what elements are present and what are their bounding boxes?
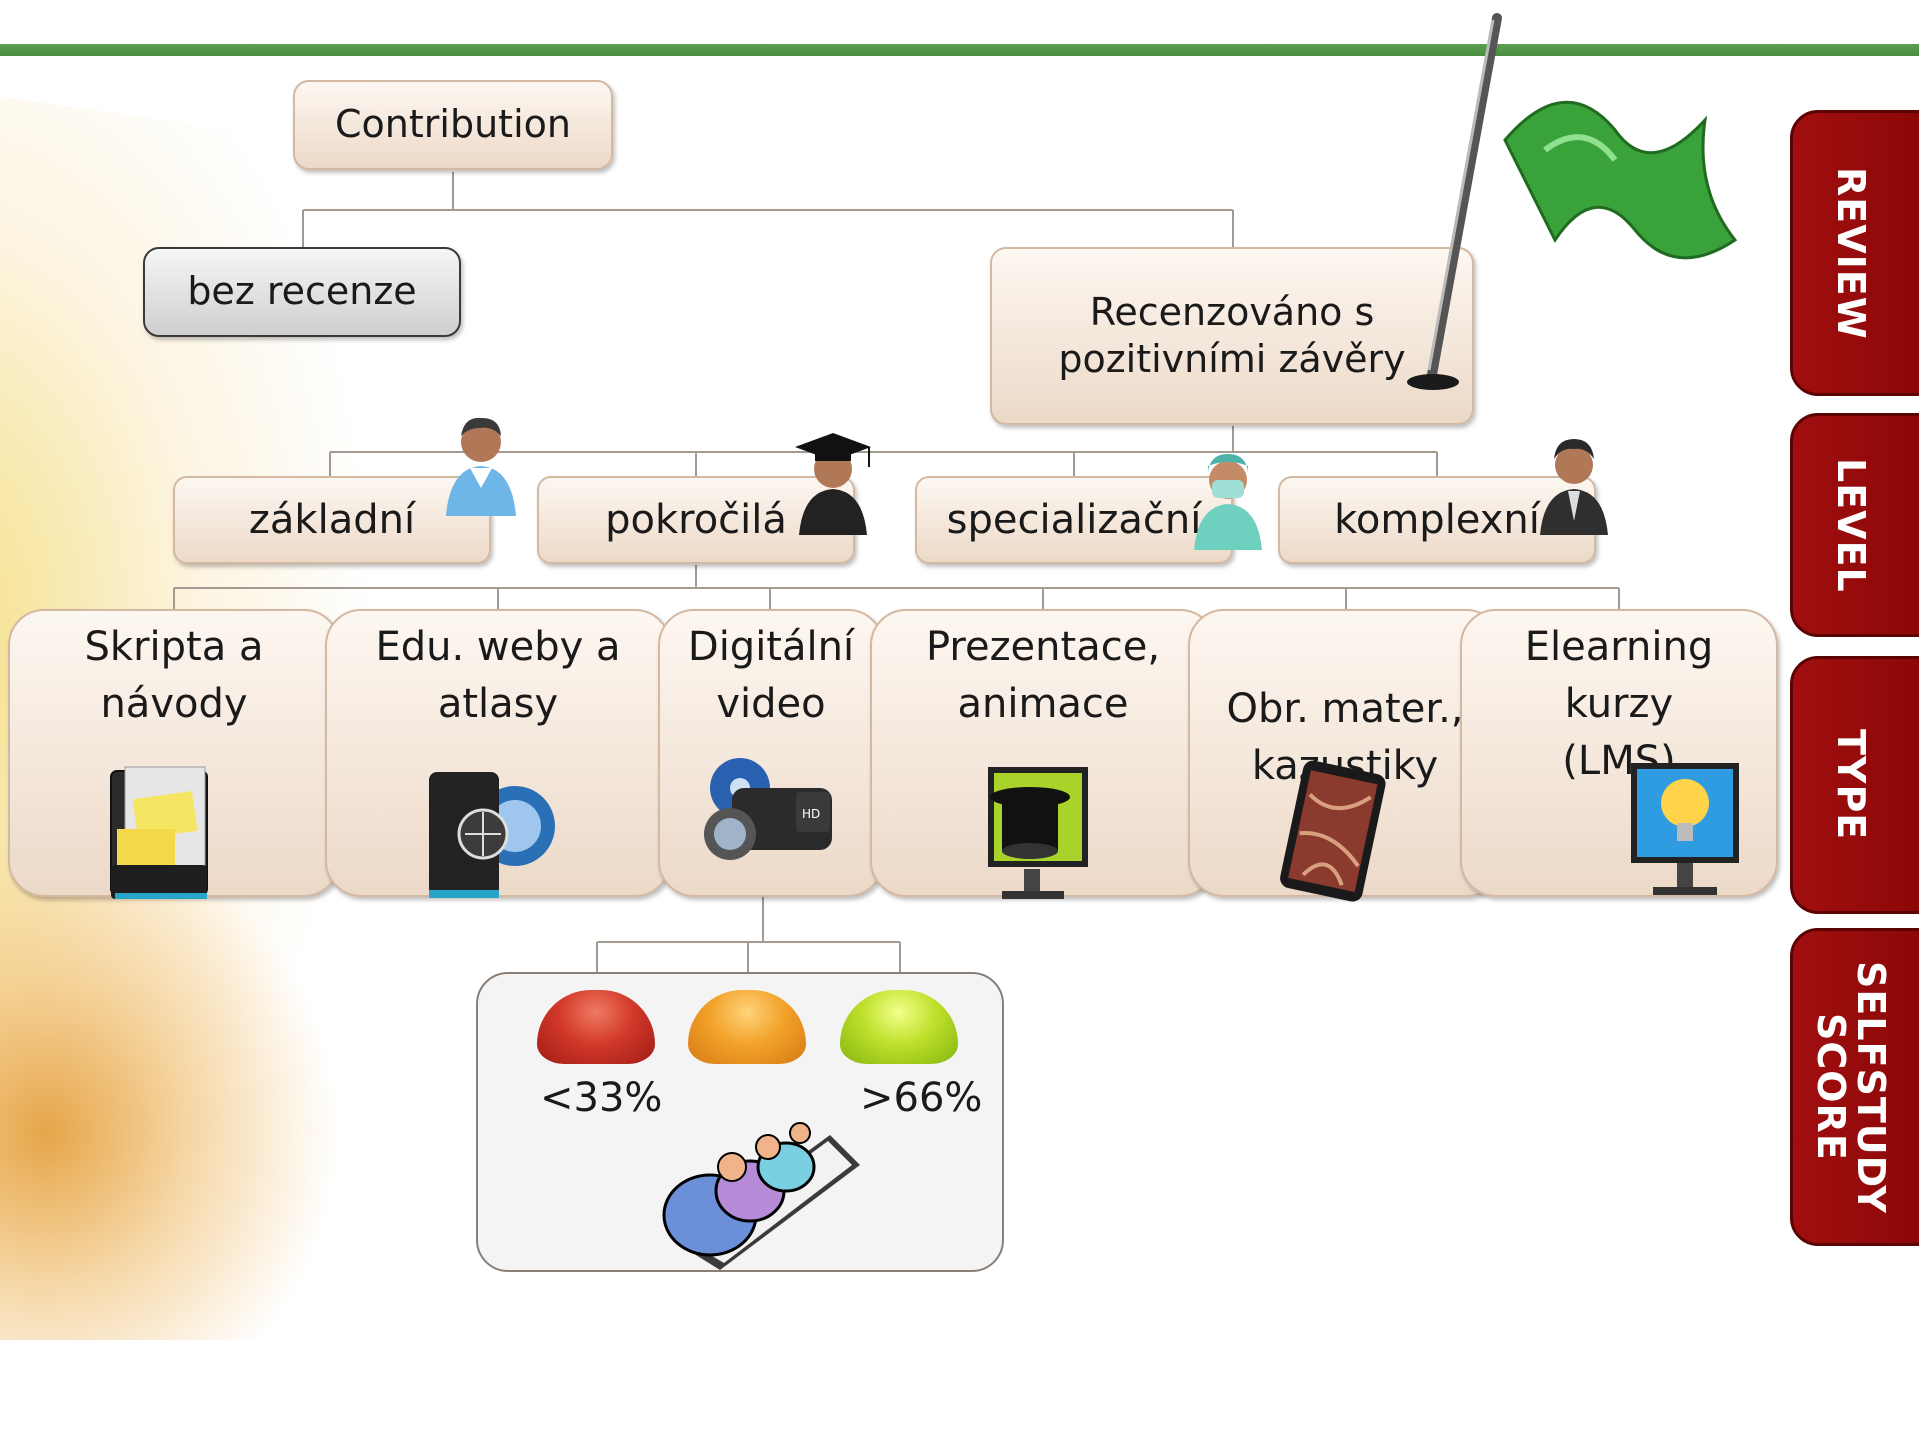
tab-type[interactable]: TYPE bbox=[1790, 656, 1919, 914]
lightbulb-monitor-icon bbox=[1631, 763, 1739, 895]
score-low-label: <33% bbox=[540, 1075, 663, 1121]
type-line: animace bbox=[957, 681, 1129, 727]
type-line: Edu. weby a bbox=[375, 624, 621, 670]
magic-hat-monitor-icon bbox=[988, 767, 1088, 899]
score-high-indicator bbox=[840, 990, 958, 1064]
globe-folder-icon bbox=[429, 772, 555, 898]
root-label: Contribution bbox=[335, 102, 571, 147]
level-node-basic: základní bbox=[173, 476, 491, 564]
students-icon bbox=[662, 1122, 860, 1270]
unreviewed-label: bez recenze bbox=[187, 269, 417, 314]
reviewed-label: Recenzováno s pozitivními závěry bbox=[1058, 289, 1406, 382]
root-node: Contribution bbox=[293, 80, 613, 170]
type-line: Elearning bbox=[1524, 624, 1714, 670]
tab-label: LEVEL bbox=[1828, 457, 1873, 593]
score-mid-indicator bbox=[688, 990, 806, 1064]
tab-selfstudy-score[interactable]: SELFSTUDY SCORE bbox=[1790, 928, 1919, 1246]
level-label: specializační bbox=[946, 497, 1202, 543]
background-swoosh-lower bbox=[0, 820, 340, 1340]
surgeon-icon bbox=[1194, 454, 1262, 550]
level-node-specialization: specializační bbox=[915, 476, 1233, 564]
type-line: Obr. mater., bbox=[1226, 686, 1464, 732]
tab-label: TYPE bbox=[1828, 729, 1873, 841]
header-rule bbox=[0, 44, 1919, 56]
level-label: základní bbox=[248, 497, 416, 543]
businessman-icon bbox=[1540, 439, 1608, 535]
level-label: komplexní bbox=[1334, 497, 1540, 543]
type-line: kurzy bbox=[1564, 681, 1674, 727]
score-low-indicator bbox=[537, 990, 655, 1064]
tablet-icon bbox=[1280, 760, 1386, 902]
level-label: pokročilá bbox=[605, 497, 787, 543]
reviewed-node: Recenzováno s pozitivními závěry bbox=[990, 247, 1474, 425]
unreviewed-node: bez recenze bbox=[143, 247, 461, 337]
type-line: Digitální bbox=[687, 624, 855, 670]
tab-review[interactable]: REVIEW bbox=[1790, 110, 1919, 396]
score-high-label: >66% bbox=[860, 1075, 983, 1121]
title-strip bbox=[0, 0, 1919, 44]
tab-label: REVIEW bbox=[1828, 166, 1873, 340]
type-line: Skripta a bbox=[84, 624, 264, 670]
type-line: video bbox=[716, 681, 826, 727]
graduate-icon bbox=[795, 433, 871, 535]
user-icon bbox=[446, 417, 516, 516]
tab-level[interactable]: LEVEL bbox=[1790, 413, 1919, 637]
type-line: Prezentace, bbox=[925, 624, 1161, 670]
type-line: atlasy bbox=[437, 681, 559, 727]
type-line: návody bbox=[100, 681, 248, 727]
svg-text:HD: HD bbox=[802, 807, 820, 821]
connector-lines bbox=[173, 172, 1620, 985]
document-folder-icon bbox=[110, 766, 208, 899]
flag-icon bbox=[1407, 13, 1738, 390]
camcorder-icon: HD bbox=[704, 758, 832, 860]
type-node-presentations: Prezentace, animace bbox=[870, 609, 1216, 897]
tab-label: SELFSTUDY SCORE bbox=[1809, 960, 1893, 1214]
